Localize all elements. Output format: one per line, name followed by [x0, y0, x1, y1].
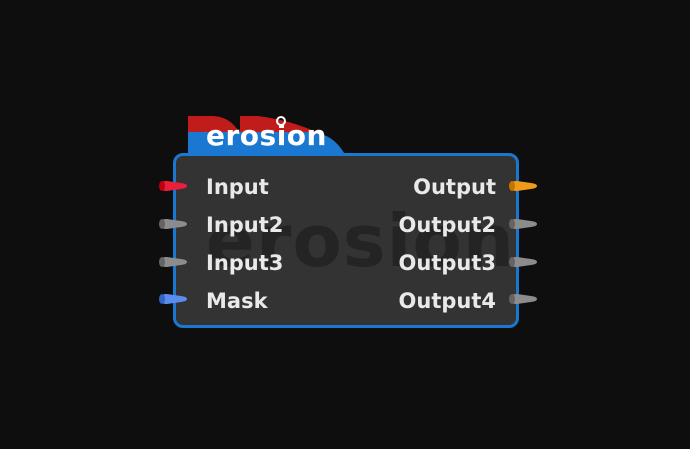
output3-pin-icon[interactable]: [507, 255, 539, 269]
flag-ring-icon: [276, 116, 286, 126]
input-pin-icon[interactable]: [157, 179, 189, 193]
input2-pin-icon[interactable]: [157, 217, 189, 231]
input-port-label-mask: Mask: [206, 289, 268, 313]
output2-pin-icon[interactable]: [507, 217, 539, 231]
node-title: erosion: [206, 119, 327, 152]
output-port-label-2: Output2: [398, 213, 496, 237]
output-port-label-1: Output: [413, 175, 496, 199]
output-port-label-4: Output4: [398, 289, 496, 313]
input3-pin-icon[interactable]: [157, 255, 189, 269]
output-pin-icon[interactable]: [507, 179, 539, 193]
erosion-node[interactable]: erosion Input Input2 Input3 Mask Output …: [173, 153, 519, 328]
input-port-label-2: Input2: [206, 213, 284, 237]
input-port-label-1: Input: [206, 175, 269, 199]
node-watermark: erosion: [206, 199, 516, 283]
output4-pin-icon[interactable]: [507, 292, 539, 306]
output-port-label-3: Output3: [398, 251, 496, 275]
input-port-label-3: Input3: [206, 251, 284, 275]
mask-pin-icon[interactable]: [157, 292, 189, 306]
